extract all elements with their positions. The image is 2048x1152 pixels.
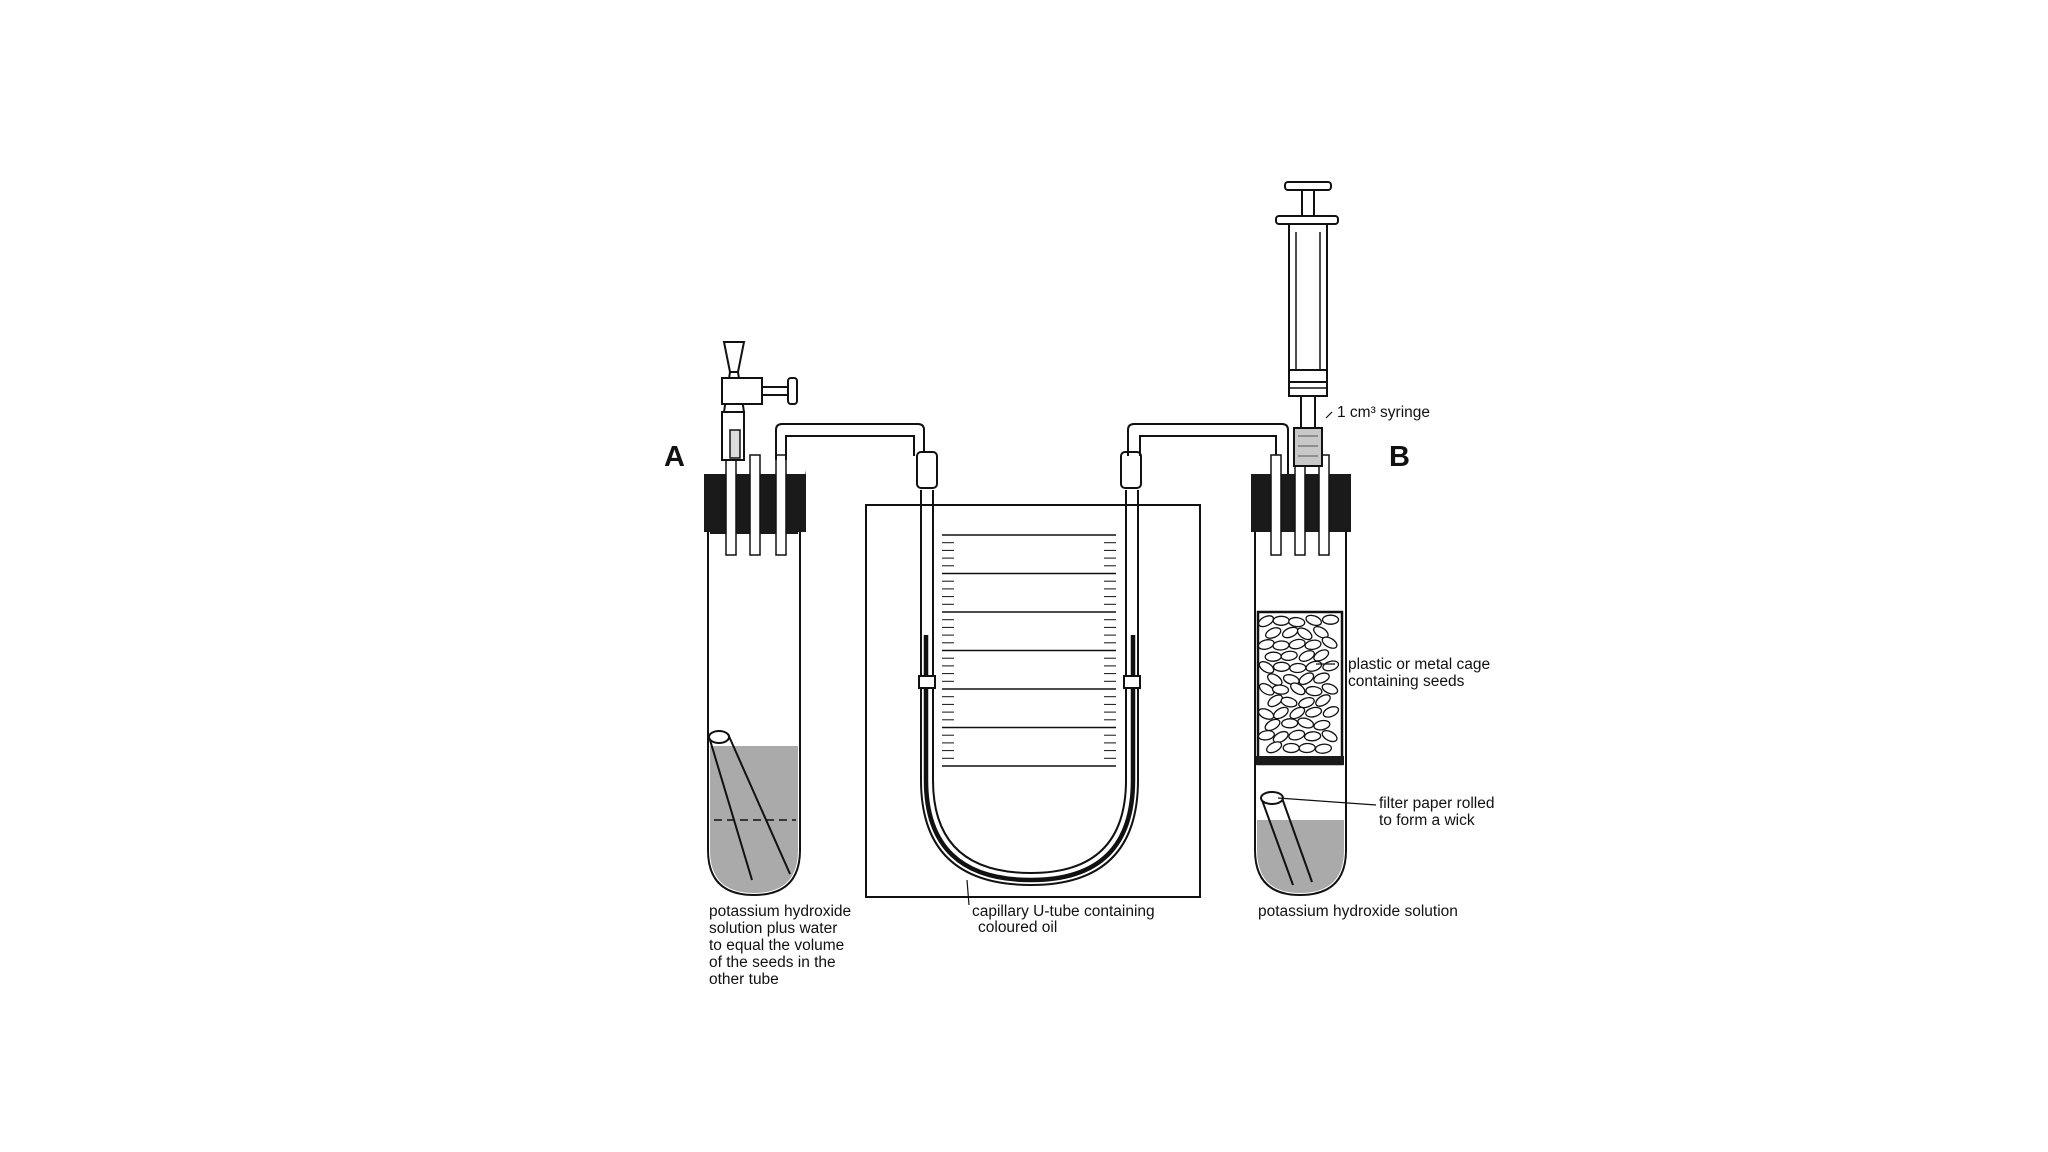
seed (1305, 614, 1323, 627)
seed (1289, 662, 1307, 674)
seed (1265, 627, 1282, 639)
seed (1266, 741, 1283, 754)
seed (1271, 684, 1290, 695)
seed (1289, 706, 1306, 720)
glass-tubes-a (725, 454, 787, 556)
wick-a (708, 730, 791, 881)
capillary-u-tube (916, 451, 1142, 887)
label-wick-line1: filter paper rolled (1379, 795, 1494, 812)
label-tube-a: A (664, 441, 685, 473)
label-syringe: 1 cm³ syringe (1337, 404, 1430, 421)
seed (1298, 650, 1315, 662)
seed (1288, 616, 1306, 628)
seed (1258, 661, 1275, 674)
seed (1288, 638, 1306, 650)
seed (1313, 649, 1330, 662)
seed (1267, 694, 1283, 708)
seed (1298, 696, 1315, 709)
label-utube-line1: capillary U-tube containing (972, 903, 1155, 920)
seed (1272, 730, 1289, 744)
scale-board (865, 504, 1201, 898)
seed (1313, 672, 1330, 684)
koh-solution-b (1257, 820, 1344, 893)
seed-cage (1256, 610, 1344, 766)
seed (1315, 694, 1331, 707)
label-koh-a-line5: other tube (709, 971, 779, 988)
seed (1313, 719, 1331, 731)
seed (1305, 706, 1323, 718)
screw-clip (721, 341, 798, 461)
seed (1281, 718, 1299, 729)
label-koh-b: potassium hydroxide solution (1258, 903, 1458, 920)
graduated-scale (942, 534, 1116, 767)
seed (1272, 661, 1291, 672)
label-koh-a-line4: of the seeds in the (709, 954, 836, 971)
seeds (1257, 614, 1340, 754)
seed (1257, 639, 1275, 650)
label-utube-line2: coloured oil (978, 919, 1057, 936)
seed (1305, 685, 1323, 697)
seed (1257, 615, 1275, 628)
test-tube-a (707, 480, 801, 897)
seed (1313, 625, 1329, 639)
seed (1272, 640, 1290, 651)
label-koh-a-line3: to equal the volume (709, 937, 844, 954)
seed (1288, 729, 1306, 741)
seed (1264, 651, 1282, 662)
seed (1280, 650, 1298, 662)
label-pointers (966, 411, 1377, 906)
seed (1282, 742, 1300, 754)
seed (1272, 615, 1290, 626)
label-koh-a-line1: potassium hydroxide (709, 903, 851, 920)
seed (1258, 682, 1275, 696)
seed (1297, 717, 1315, 729)
label-koh-a-line2: solution plus water (709, 920, 837, 937)
label-cage-line1: plastic or metal cage (1348, 656, 1490, 673)
connecting-tube-a (775, 423, 925, 460)
seed (1303, 731, 1322, 742)
label-cage-line2: containing seeds (1348, 673, 1465, 690)
seed (1304, 639, 1322, 651)
seed (1273, 706, 1289, 720)
seed (1264, 718, 1281, 732)
seed (1321, 683, 1339, 695)
coloured-oil (923, 635, 1136, 883)
label-wick-line2: to form a wick (1379, 812, 1475, 829)
syringe (1275, 181, 1339, 467)
seed (1257, 730, 1275, 741)
seed (1267, 673, 1283, 687)
seed (1296, 627, 1313, 641)
glass-tubes-b (1270, 454, 1330, 556)
seed (1321, 729, 1338, 743)
seed (1322, 706, 1340, 718)
seed (1280, 696, 1298, 708)
seed (1321, 614, 1340, 625)
seed (1298, 672, 1315, 686)
test-tube-b (1254, 480, 1347, 897)
label-tube-b: B (1389, 441, 1410, 473)
seed (1298, 742, 1316, 754)
seed (1290, 682, 1306, 696)
connecting-tube-b (1127, 423, 1289, 480)
seed (1314, 743, 1333, 754)
seed (1321, 636, 1338, 649)
